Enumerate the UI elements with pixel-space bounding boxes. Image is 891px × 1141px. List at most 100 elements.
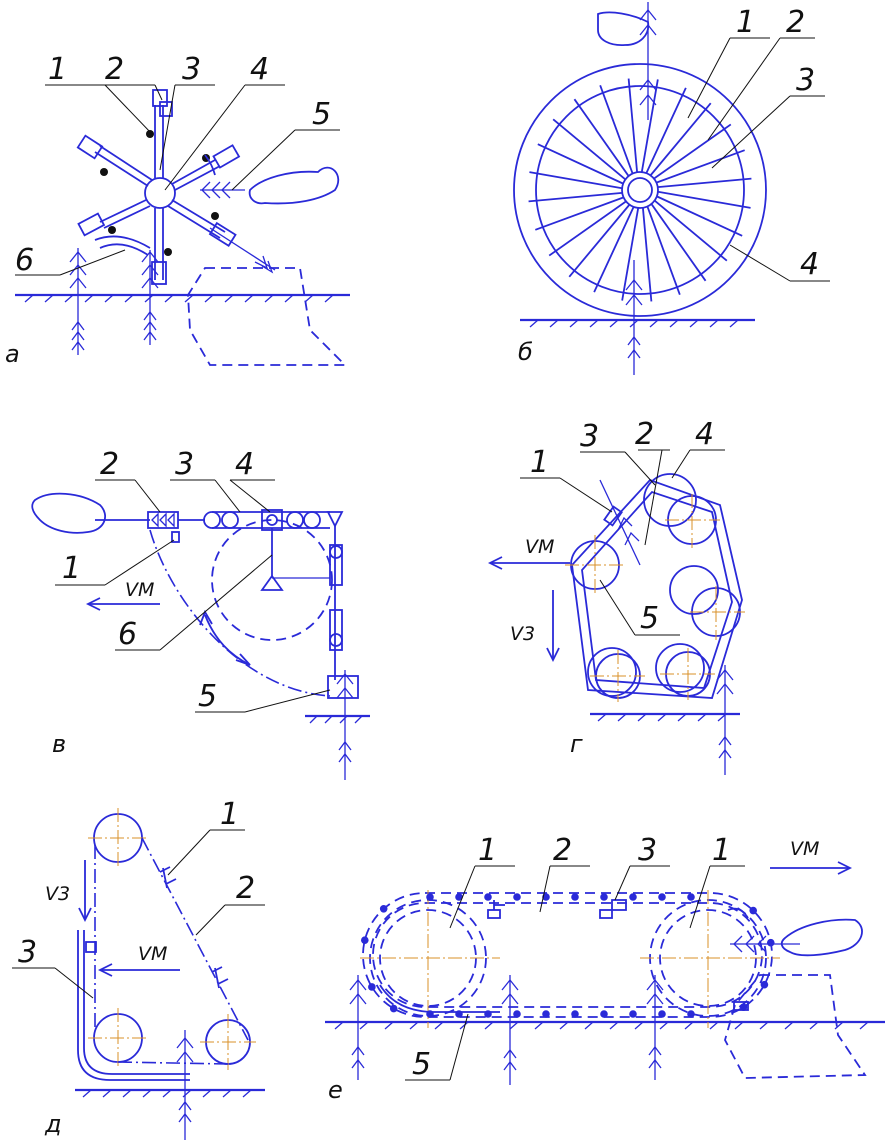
chain-link (571, 893, 579, 901)
spoke (621, 207, 640, 301)
spoke (537, 143, 624, 185)
plant-stalks-a (69, 181, 276, 355)
chain-dots-e (361, 893, 775, 1018)
centerlines-g (565, 494, 745, 702)
leaders-d (12, 829, 265, 999)
ground-hatch-b (529, 319, 739, 328)
chain-link (687, 1010, 695, 1018)
spoke (656, 149, 745, 184)
spoke (642, 207, 653, 302)
rollers-g (570, 473, 741, 699)
clamps-e (487, 899, 749, 1011)
chain-link (629, 1010, 637, 1018)
spoke (593, 206, 635, 293)
plant-stalk-d (176, 1030, 194, 1140)
clips-d (159, 866, 229, 989)
spoke (649, 102, 712, 176)
speed-label-g-z: V3 (510, 623, 535, 645)
callout-d-1: 1 (220, 797, 239, 832)
panel-e: VM 1 2 3 1 5 е (325, 833, 885, 1104)
callout-a-6: 6 (15, 243, 34, 278)
container-e (724, 974, 867, 1079)
spoke (568, 204, 631, 278)
callout-v-1: 1 (62, 551, 81, 586)
callout-a-2: 2 (105, 52, 124, 87)
leaders-e (405, 865, 745, 1081)
callout-v-5: 5 (198, 679, 217, 714)
chain-link (484, 1010, 492, 1018)
speed-label-e: VM (790, 838, 819, 860)
chain-link (361, 936, 369, 944)
chain-link (368, 983, 376, 991)
outer-rim-b (513, 63, 767, 317)
callout-b-3: 3 (796, 63, 815, 98)
speed-label-g-m: VM (525, 536, 554, 558)
panel-a: 1 2 3 4 5 6 а (5, 52, 350, 368)
callout-e-3: 3 (638, 833, 657, 868)
panel-letter-b: б (518, 338, 533, 366)
callout-b-4: 4 (800, 247, 819, 282)
hub-a (144, 177, 176, 209)
chain-link (513, 893, 521, 901)
leaders-b (687, 37, 830, 282)
panel-letter-d: д (44, 1110, 62, 1138)
chain-link (739, 1003, 748, 1011)
leaders-g (520, 449, 725, 636)
spoke (646, 206, 681, 295)
chain-link (571, 1010, 579, 1018)
spoke (657, 190, 751, 209)
pulley-circle-v (211, 519, 333, 641)
spoke (573, 98, 630, 177)
callout-g-3: 3 (580, 419, 599, 454)
panel-d: V3 VM 1 2 3 д (12, 797, 265, 1140)
callout-g-4: 4 (695, 417, 714, 452)
speed-label-d-z: V3 (45, 883, 70, 905)
callout-a-3: 3 (182, 52, 201, 87)
leaders-a (15, 84, 340, 276)
callout-v-4: 4 (235, 447, 254, 482)
panel-g: VM V3 1 3 2 4 5 г (487, 417, 745, 775)
callout-e-1-left: 1 (478, 833, 497, 868)
trajectory-v (149, 529, 331, 697)
spoke (535, 196, 624, 231)
chain-link (687, 893, 695, 901)
callout-b-2: 2 (786, 5, 805, 40)
speed-label-d-m: VM (138, 943, 167, 965)
hand-e (780, 918, 863, 957)
panel-letter-e: е (328, 1076, 343, 1104)
guide-arc-a (94, 235, 151, 249)
ground-hatch-a (24, 294, 334, 303)
chain-loop-e (362, 892, 773, 1018)
spoke (548, 200, 627, 257)
callout-g-1: 1 (530, 445, 549, 480)
panel-v: VM 2 3 4 1 6 5 в (31, 447, 370, 780)
speed-label-v: VM (125, 579, 154, 601)
rotation-arrow-a (204, 154, 216, 176)
chain-link (600, 893, 608, 901)
spoke (529, 171, 623, 190)
plant-stalk-g (599, 479, 734, 775)
chain-link (455, 893, 463, 901)
spoke (640, 79, 659, 173)
callout-e-5: 5 (412, 1047, 431, 1082)
callout-v-3: 3 (175, 447, 194, 482)
chain-link (629, 893, 637, 901)
callout-d-3: 3 (18, 935, 37, 970)
callout-d-2: 2 (236, 871, 255, 906)
centerlines-e (360, 890, 780, 1028)
callout-e-1-right: 1 (712, 833, 731, 868)
inner-rim-b (535, 85, 745, 295)
callout-a-5: 5 (312, 97, 331, 132)
panel-letter-g: г (570, 730, 583, 758)
chain-link (760, 980, 769, 989)
hub-b (621, 171, 659, 209)
centerlines-d (88, 808, 256, 1070)
callout-v-2: 2 (100, 447, 119, 482)
chain-link (455, 1010, 463, 1018)
spoke (657, 177, 752, 188)
spoke (645, 87, 687, 174)
chain-link (426, 1010, 434, 1018)
spoke (599, 85, 634, 174)
spoke (650, 203, 707, 282)
callout-v-6: 6 (118, 617, 137, 652)
